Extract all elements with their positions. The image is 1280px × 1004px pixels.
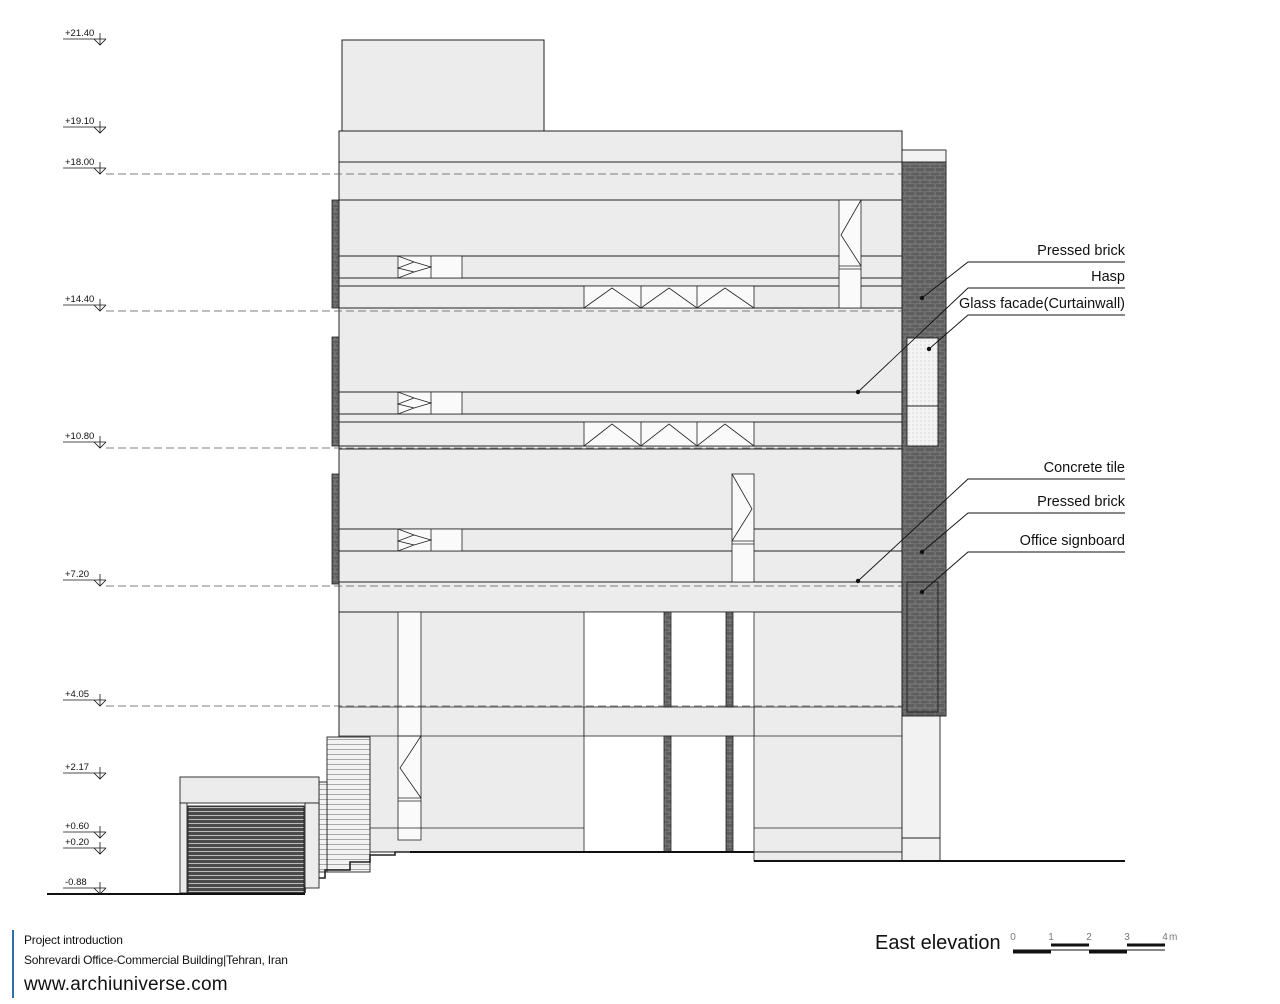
level-label: +2.17 xyxy=(65,762,89,773)
drawing-title: East elevation xyxy=(875,932,1001,954)
level-label: +14.40 xyxy=(65,294,94,305)
scale-tick-label: 2 xyxy=(1086,932,1092,943)
annotation-callout: Hasp xyxy=(855,269,1125,395)
level-marker: +18.00 xyxy=(63,157,902,175)
annotation-label: Office signboard xyxy=(1020,533,1125,549)
level-marker: +0.20 xyxy=(63,837,107,855)
scale-unit: m xyxy=(1169,932,1177,943)
level-marker: +0.60 xyxy=(63,821,107,839)
annotation-label: Glass facade(Curtainwall) xyxy=(959,296,1125,312)
annotation-callout: Concrete tile xyxy=(855,460,1125,584)
level-label: +7.20 xyxy=(65,569,89,580)
level-marker: +2.17 xyxy=(63,762,107,780)
entrance-stairs-and-garage xyxy=(179,736,410,894)
annotation-callout: Pressed brick xyxy=(919,243,1126,301)
footer-project: Sohrevardi Office-Commercial Building|Te… xyxy=(24,953,288,967)
level-marker: +10.80 xyxy=(63,431,902,449)
annotation-callout: Office signboard xyxy=(919,533,1125,595)
drawing-title-block: East elevation xyxy=(875,932,1001,954)
scale-tick-label: 1 xyxy=(1048,932,1054,943)
annotation-label: Concrete tile xyxy=(1044,460,1125,476)
hasp-windows xyxy=(396,199,862,841)
level-label: +10.80 xyxy=(65,431,94,442)
level-label: +0.20 xyxy=(65,837,89,848)
level-marker: +14.40 xyxy=(63,294,902,312)
level-markers: +21.40 +19.10 +18.00 +14.40 +10.80 +7.20 +4.05… xyxy=(63,28,902,895)
level-marker: -0.88 xyxy=(63,877,107,895)
project-footer: Project introduction Sohrevardi Office-C… xyxy=(12,930,288,998)
level-label: -0.88 xyxy=(65,877,87,888)
right-brick-column xyxy=(901,149,947,862)
annotation-callout: Pressed brick xyxy=(919,494,1126,555)
footer-heading: Project introduction xyxy=(24,933,123,947)
scale-bar: m 0 1 2 3 4 xyxy=(1010,932,1177,954)
ground-line xyxy=(47,851,1125,895)
level-marker: +4.05 xyxy=(63,689,902,707)
left-brick-fins xyxy=(331,199,340,585)
annotation-label: Hasp xyxy=(1091,269,1125,285)
footer-url[interactable]: www.archiuniverse.com xyxy=(24,974,228,995)
roof-structure xyxy=(341,39,545,133)
level-label: +21.40 xyxy=(65,28,94,39)
annotation-callout: Glass facade(Curtainwall) xyxy=(926,296,1125,352)
level-marker: +19.10 xyxy=(63,116,107,134)
annotation-label: Pressed brick xyxy=(1037,494,1126,510)
annotation-label: Pressed brick xyxy=(1037,243,1126,259)
level-marker: +7.20 xyxy=(63,569,902,587)
level-label: +18.00 xyxy=(65,157,94,168)
level-marker: +21.40 xyxy=(63,28,107,46)
scale-tick-label: 0 xyxy=(1010,932,1016,943)
level-label: +0.60 xyxy=(65,821,89,832)
level-label: +4.05 xyxy=(65,689,89,700)
ground-floor-glazing xyxy=(339,611,903,862)
scale-tick-label: 4 xyxy=(1162,932,1168,943)
level-label: +19.10 xyxy=(65,116,94,127)
scale-tick-label: 3 xyxy=(1124,932,1130,943)
